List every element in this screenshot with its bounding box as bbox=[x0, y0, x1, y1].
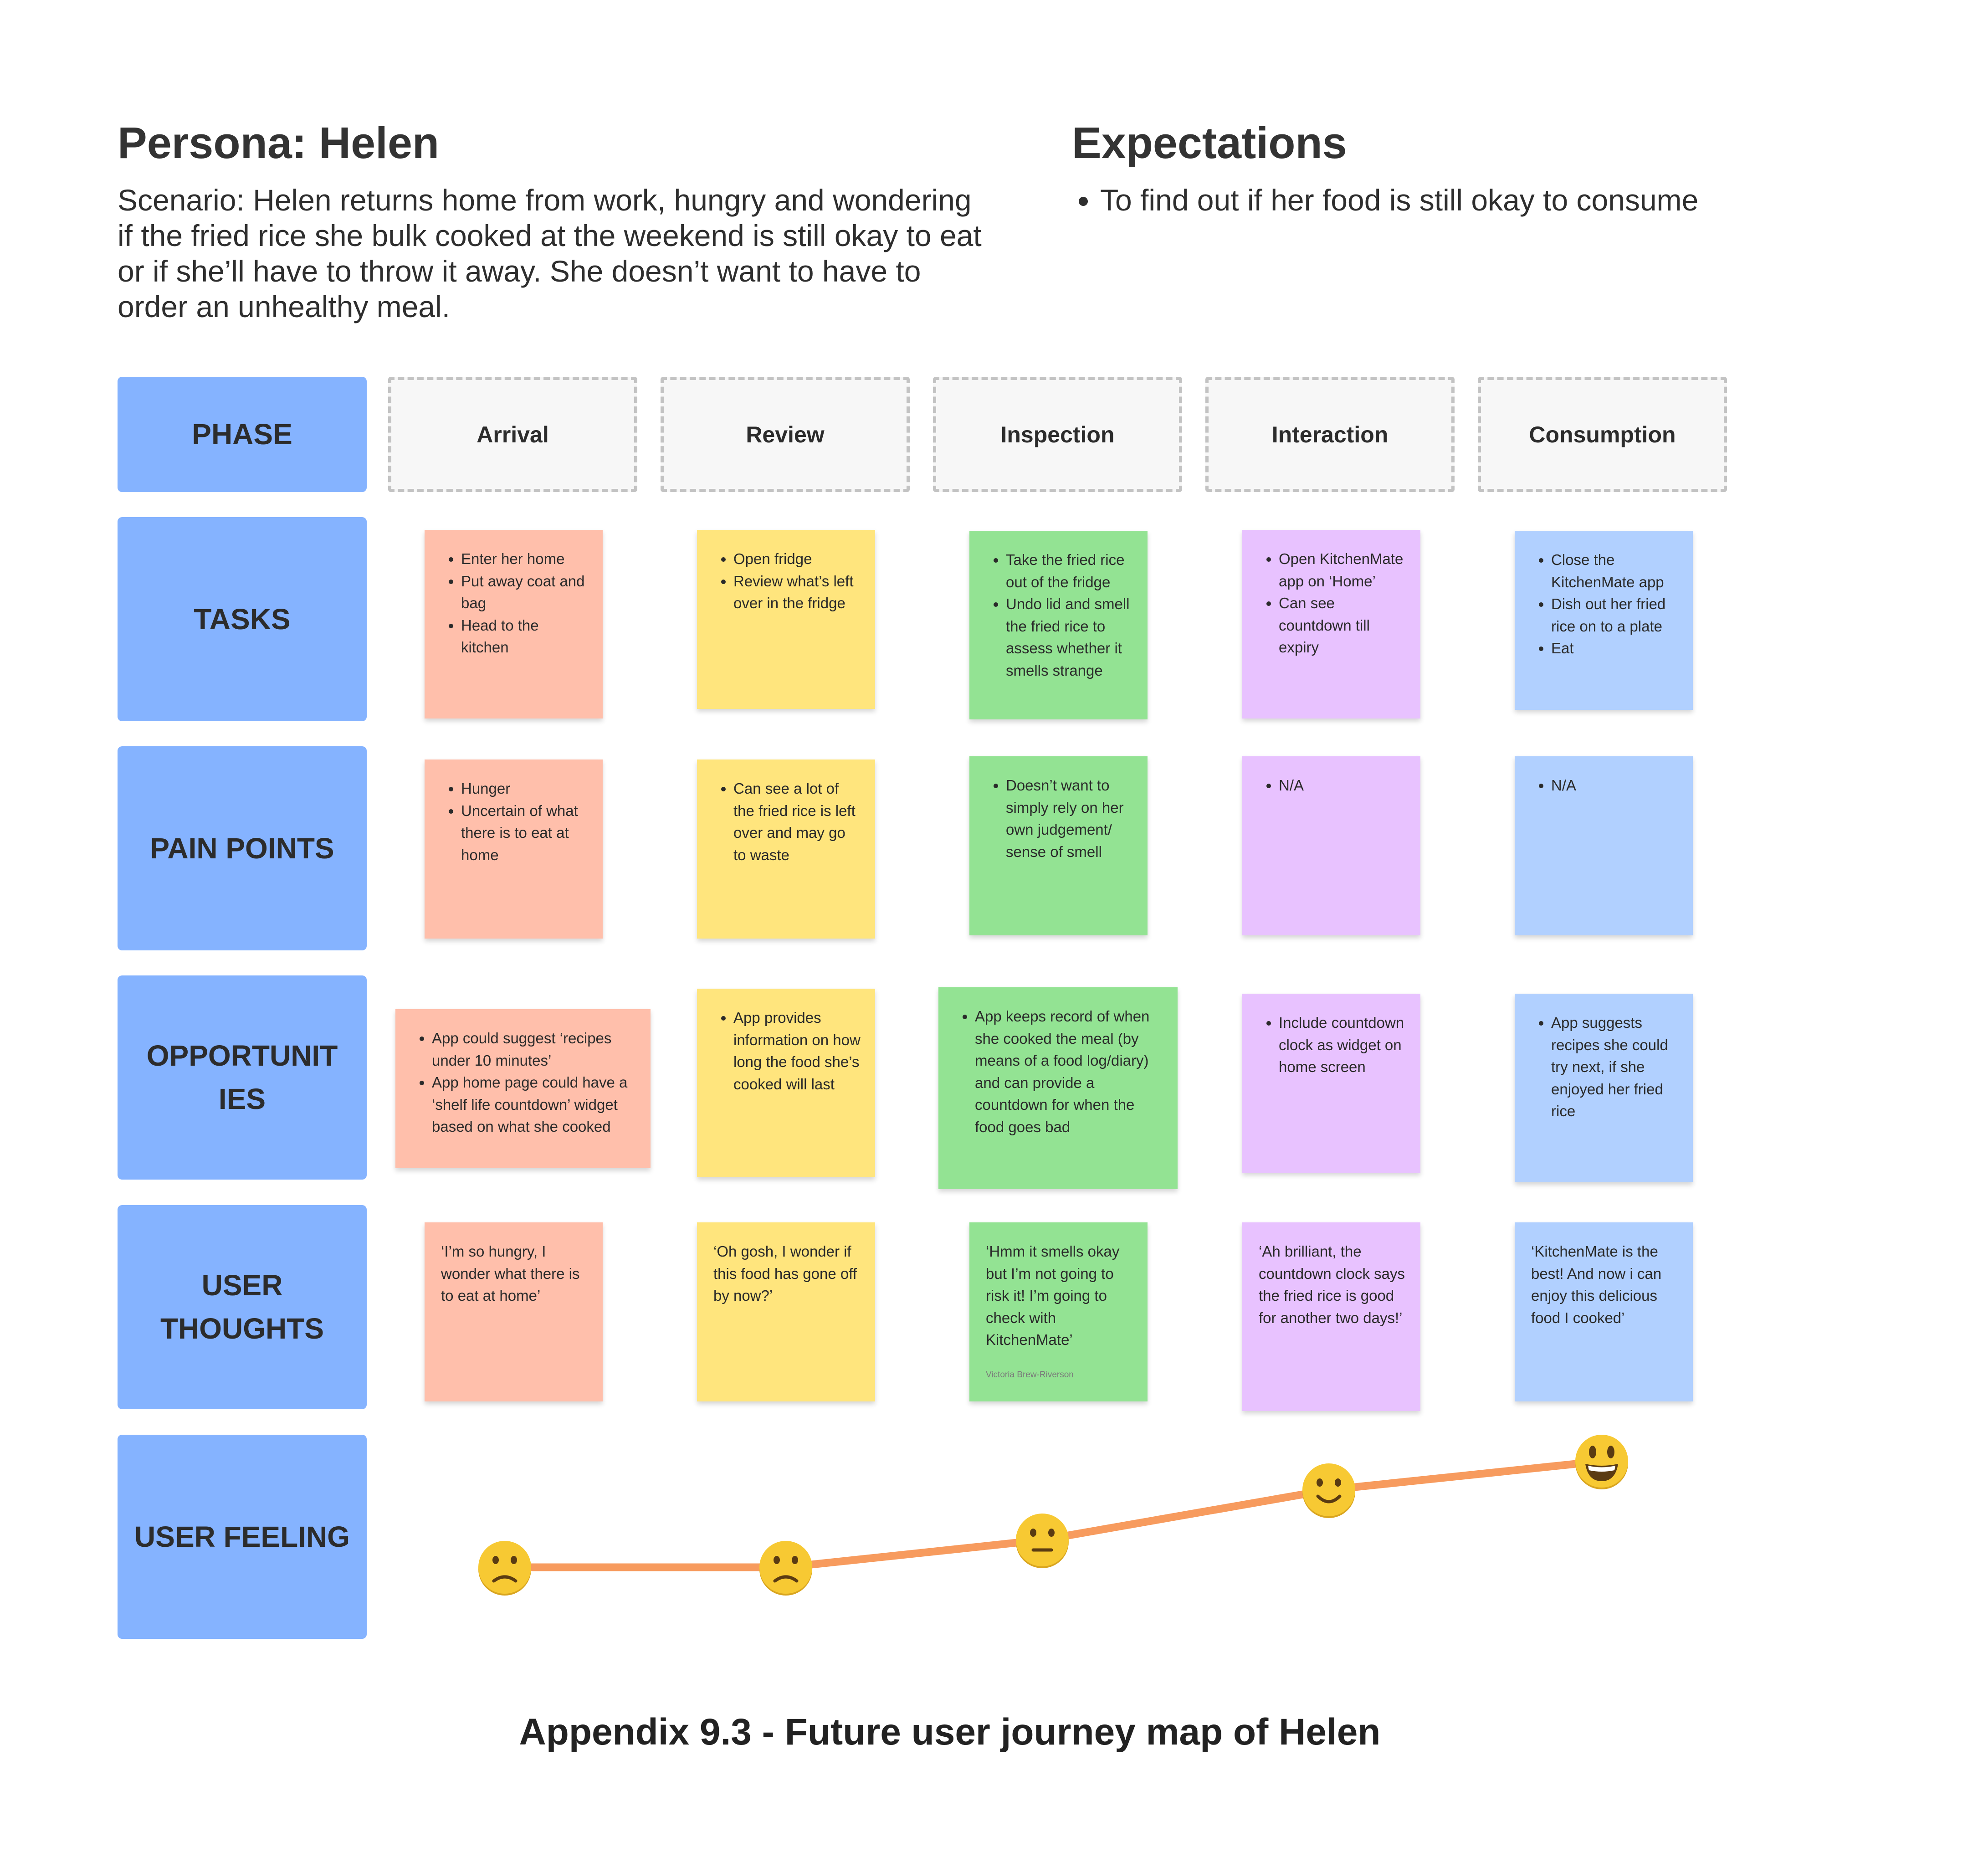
note-bullet: Close the KitchenMate app bbox=[1551, 549, 1679, 593]
phase-review: Review bbox=[661, 377, 910, 492]
note-bullet: Doesn’t want to simply rely on her own j… bbox=[1006, 775, 1134, 863]
sticky-note-thought-review: ‘Oh gosh, I wonder if this food has gone… bbox=[697, 1222, 875, 1401]
note-bullet: Take the fried rice out of the fridge bbox=[1006, 549, 1134, 593]
note-quote: ‘Hmm it smells okay but I’m not going to… bbox=[986, 1243, 1120, 1348]
note-bullet: Uncertain of what there is to eat at hom… bbox=[461, 800, 589, 867]
row-label-phase: PHASE bbox=[118, 377, 367, 492]
phase-interaction: Interaction bbox=[1205, 377, 1455, 492]
sticky-note-thought-arrival: ‘I’m so hungry, I wonder what there is t… bbox=[425, 1222, 603, 1401]
note-bullet: Enter her home bbox=[461, 548, 589, 570]
note-bullet: App home page could have a ‘shelf life c… bbox=[432, 1072, 637, 1138]
sticky-note-thought-interaction: ‘Ah brilliant, the countdown clock says … bbox=[1242, 1222, 1420, 1411]
sticky-note-pain-inspection: Doesn’t want to simply rely on her own j… bbox=[969, 756, 1148, 935]
sticky-note-pain-consumption: N/A bbox=[1515, 756, 1693, 935]
sticky-note-tasks-review: Open fridge Review what’s left over in t… bbox=[697, 530, 875, 709]
note-quote: ‘Ah brilliant, the countdown clock says … bbox=[1259, 1243, 1405, 1326]
note-bullet: Open KitchenMate app on ‘Home’ bbox=[1279, 548, 1407, 592]
row-label-user-feeling: USER FEELING bbox=[118, 1435, 367, 1639]
row-label-user-thoughts: USER THOUGHTS bbox=[118, 1205, 367, 1409]
note-bullet: Undo lid and smell the fried rice to ass… bbox=[1006, 593, 1134, 682]
note-bullet: Hunger bbox=[461, 778, 589, 800]
sticky-note-opportunity-inspection: App keeps record of when she cooked the … bbox=[938, 987, 1178, 1189]
sticky-note-pain-arrival: Hunger Uncertain of what there is to eat… bbox=[425, 759, 603, 939]
phase-inspection: Inspection bbox=[933, 377, 1182, 492]
sticky-note-tasks-consumption: Close the KitchenMate app Dish out her f… bbox=[1515, 531, 1693, 710]
sticky-note-thought-consumption: ‘KitchenMate is the best! And now i can … bbox=[1515, 1222, 1693, 1401]
expectations-title: Expectations bbox=[1072, 118, 1347, 168]
note-bullet: Open fridge bbox=[733, 548, 861, 570]
sticky-note-opportunity-interaction: Include countdown clock as widget on hom… bbox=[1242, 994, 1420, 1173]
note-bullet: N/A bbox=[1551, 775, 1679, 797]
caption: Appendix 9.3 - Future user journey map o… bbox=[519, 1711, 1381, 1753]
sad-face-icon bbox=[759, 1541, 812, 1596]
note-bullet: Can see a lot of the fried rice is left … bbox=[733, 778, 861, 866]
sticky-note-tasks-inspection: Take the fried rice out of the fridge Un… bbox=[969, 531, 1148, 719]
note-quote: ‘Oh gosh, I wonder if this food has gone… bbox=[713, 1243, 857, 1304]
sad-face-icon bbox=[478, 1541, 531, 1596]
row-label-opportunities: OPPORTUNIT IES bbox=[118, 975, 367, 1180]
note-quote: ‘I’m so hungry, I wonder what there is t… bbox=[441, 1243, 580, 1304]
row-label-pain-points: PAIN POINTS bbox=[118, 746, 367, 950]
phase-arrival: Arrival bbox=[388, 377, 637, 492]
note-author: Victoria Brew-Riverson bbox=[986, 1370, 1074, 1380]
note-bullet: Put away coat and bag bbox=[461, 570, 589, 615]
sticky-note-opportunity-consumption: App suggests recipes she could try next,… bbox=[1515, 994, 1693, 1182]
note-bullet: Head to the kitchen bbox=[461, 615, 589, 659]
note-bullet: Can see countdown till expiry bbox=[1279, 592, 1407, 659]
sticky-note-tasks-arrival: Enter her home Put away coat and bag Hea… bbox=[425, 530, 603, 718]
note-bullet: App keeps record of when she cooked the … bbox=[975, 1006, 1164, 1138]
note-quote: ‘KitchenMate is the best! And now i can … bbox=[1531, 1243, 1662, 1326]
note-bullet: App suggests recipes she could try next,… bbox=[1551, 1012, 1679, 1123]
neutral-face-icon bbox=[1016, 1514, 1069, 1568]
note-bullet: App could suggest ‘recipes under 10 minu… bbox=[432, 1027, 637, 1072]
sticky-note-tasks-interaction: Open KitchenMate app on ‘Home’ Can see c… bbox=[1242, 530, 1420, 718]
sticky-note-opportunity-review: App provides information on how long the… bbox=[697, 989, 875, 1177]
phase-consumption: Consumption bbox=[1478, 377, 1727, 492]
note-bullet: Dish out her fried rice on to a plate bbox=[1551, 593, 1679, 637]
note-bullet: Eat bbox=[1551, 637, 1679, 660]
sticky-note-pain-review: Can see a lot of the fried rice is left … bbox=[697, 759, 875, 939]
row-label-tasks: TASKS bbox=[118, 517, 367, 721]
note-bullet: Review what’s left over in the fridge bbox=[733, 570, 861, 615]
expectations-list: To find out if her food is still okay to… bbox=[1072, 182, 1988, 218]
note-bullet: N/A bbox=[1279, 775, 1407, 797]
expectation-item: To find out if her food is still okay to… bbox=[1100, 182, 1988, 218]
smile-face-icon bbox=[1302, 1463, 1355, 1518]
sticky-note-opportunity-arrival: App could suggest ‘recipes under 10 minu… bbox=[395, 1009, 651, 1168]
scenario-text: Scenario: Helen returns home from work, … bbox=[118, 183, 982, 323]
note-bullet: Include countdown clock as widget on hom… bbox=[1279, 1012, 1407, 1078]
note-bullet: App provides information on how long the… bbox=[733, 1007, 861, 1095]
persona-title: Persona: Helen bbox=[118, 118, 440, 168]
sticky-note-pain-interaction: N/A bbox=[1242, 756, 1420, 935]
grin-face-icon bbox=[1575, 1435, 1628, 1489]
sticky-note-thought-inspection: ‘Hmm it smells okay but I’m not going to… bbox=[969, 1222, 1148, 1401]
